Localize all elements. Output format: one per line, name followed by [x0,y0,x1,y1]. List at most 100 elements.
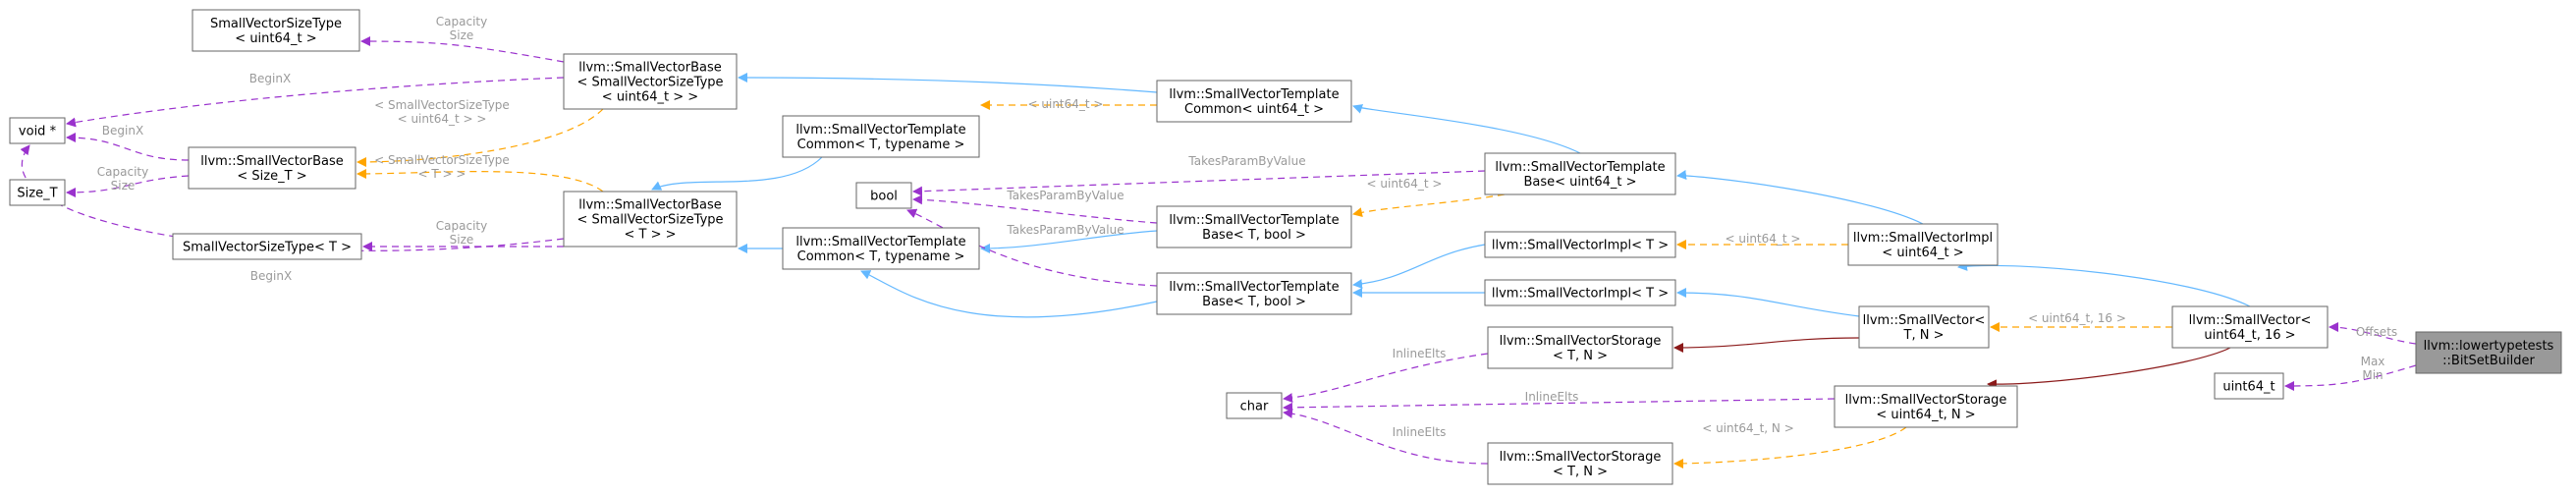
node-impl-t-bot[interactable]: llvm::SmallVectorImpl< T > [1484,279,1676,306]
node-box [9,179,66,206]
node-label: llvm::SmallVectorStorage [1845,393,2007,408]
edge-label: InlineElts [1393,425,1447,439]
edge-template: < SmallVectorSizeType< T > > [356,153,604,193]
node-label: llvm::SmallVectorBase [578,61,722,76]
node-svb-u64[interactable]: llvm::SmallVectorBase< SmallVectorSizeTy… [563,53,738,110]
node-label: < uint64_t > [1882,246,1963,260]
node-box [1226,392,1283,419]
node-label: SmallVectorSizeType [210,17,342,31]
node-sv-u64-16[interactable]: llvm::SmallVector<uint64_t, 16 > [2171,305,2329,349]
node-root[interactable]: llvm::lowertypetests::BitSetBuilder [2415,331,2562,374]
node-svb-t[interactable]: llvm::SmallVectorBase< SmallVectorSizeTy… [563,191,738,248]
node-box [563,191,738,248]
node-box [782,227,980,270]
edge-line [66,133,190,161]
edge-line [1283,353,1489,404]
edge-line [20,144,565,251]
edge-template: < SmallVectorSizeType< uint64_t > > [356,98,604,167]
edge-line [912,194,1158,224]
node-label: Base< uint64_t > [1523,175,1636,190]
edge-line [860,270,1158,318]
node-impl-u64[interactable]: llvm::SmallVectorImpl< uint64_t > [1847,223,1999,266]
node-box [2415,331,2562,374]
edge-label: Offsets [2356,325,2397,339]
node-label: llvm::SmallVectorTemplate [1169,87,1339,102]
node-box [172,233,362,260]
edge-label: BeginX [249,72,291,85]
edge-line [1283,408,1489,465]
edge-label: Capacity [436,15,487,28]
edge-inherit [860,270,1158,318]
edge-label: < uint64_t > [1028,97,1104,111]
node-sst-t[interactable]: SmallVectorSizeType< T > [172,233,362,260]
node-sst-u64[interactable]: SmallVectorSizeType< uint64_t > [192,9,360,52]
node-storage-tn-bot[interactable]: llvm::SmallVectorStorage< T, N > [1487,442,1673,485]
edge-usage: BeginX [66,124,190,161]
node-box [1484,279,1676,306]
edge-line [1957,260,2251,307]
node-label: char [1240,400,1269,414]
node-label: uint64_t [2222,380,2275,395]
edge-label: < uint64_t > [1726,232,1801,246]
edge-line [1987,347,2231,390]
edge-line [356,108,604,167]
node-uint64[interactable]: uint64_t [2214,372,2284,400]
node-void[interactable]: void * [9,117,66,144]
node-box [1156,80,1352,123]
node-box [1487,326,1673,369]
node-label: Common< T, typename > [797,138,965,152]
node-label: Base< T, bool > [1202,295,1306,309]
edge-inherit [651,156,823,191]
node-label: < uint64_t, N > [1876,408,1975,422]
edge-label: < SmallVectorSizeType [374,98,510,112]
node-sv-tn[interactable]: llvm::SmallVector<T, N > [1858,305,1990,349]
edge-inherit [1676,170,1924,225]
edge-label: InlineElts [1525,390,1579,404]
edge-line [1352,244,1486,290]
edge-label: Size [111,179,136,193]
edge-line [1673,337,1860,353]
node-size-t[interactable]: Size_T [9,179,66,206]
edge-template: < uint64_t, N > [1673,421,1907,468]
edge-label: < uint64_t > > [398,112,487,126]
node-svb-size[interactable]: llvm::SmallVectorBase< Size_T > [188,146,356,190]
edge-line [906,208,1158,287]
node-box [2214,372,2284,400]
node-label: < T > > [624,228,676,243]
node-label: llvm::SmallVectorStorage [1500,450,1662,465]
edge-private [1673,337,1860,353]
edge-inherit [1957,260,2251,307]
node-label: llvm::SmallVector< [1863,313,1986,328]
node-storage-u64n[interactable]: llvm::SmallVectorStorage< uint64_t, N > [1834,385,2018,428]
edge-usage: TakesParamByValue [906,208,1158,287]
node-label: void * [19,125,57,139]
node-box [1156,205,1352,248]
node-box [1847,223,1999,266]
node-storage-tn-mid[interactable]: llvm::SmallVectorStorage< T, N > [1487,326,1673,369]
node-box [1487,442,1673,485]
node-impl-t-top[interactable]: llvm::SmallVectorImpl< T > [1484,231,1676,258]
edge-usage: BeginX [20,144,565,283]
edge-line [912,170,1486,196]
edge-inherit [980,230,1158,253]
node-box [1484,231,1676,258]
edge-label: TakesParamByValue [1006,189,1124,202]
node-label: llvm::SmallVectorImpl< T > [1492,287,1669,302]
node-bool[interactable]: bool [855,182,912,209]
edge-label: Capacity [97,165,148,179]
node-label: Common< T, typename > [797,249,965,264]
edge-label: Max [2361,355,2385,368]
node-char[interactable]: char [1226,392,1283,419]
node-label: llvm::SmallVectorImpl< T > [1492,239,1669,253]
edge-line [2284,364,2417,391]
node-label: < uint64_t > [235,31,316,46]
edge-line [1676,170,1924,225]
